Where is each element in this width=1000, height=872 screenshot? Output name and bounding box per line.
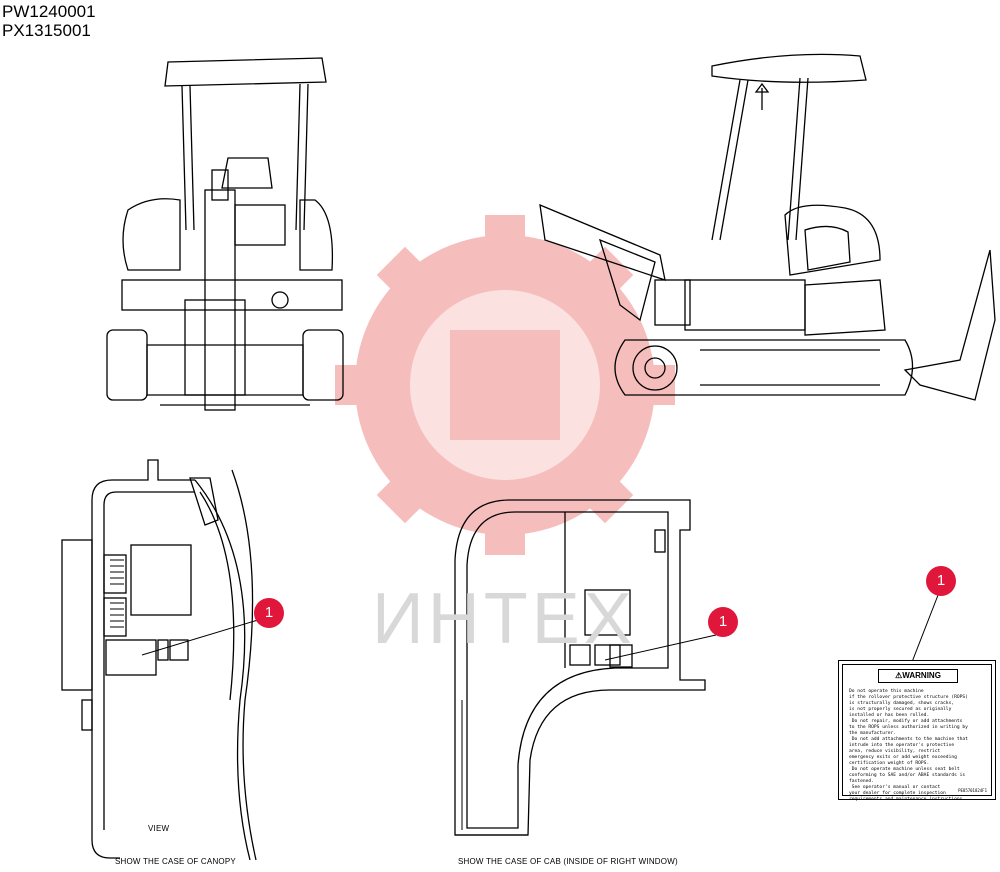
serial-number: PW1240001 [2,2,96,21]
callout-marker: 1 [926,566,956,596]
watermark-logo [335,215,675,555]
cab-detail [454,499,717,836]
watermark-text: ИНТЕХ [372,579,636,659]
callout-marker: 1 [254,598,284,628]
caption-view: VIEW [148,824,170,833]
warning-label: ⚠WARNING Do not operate this machine if … [838,660,996,802]
leader-line [911,589,941,663]
warning-body: Do not operate this machine if the rollo… [849,689,968,802]
excavator-side-view [539,53,996,401]
serial-number: PX1315001 [2,21,91,40]
excavator-front-view [106,57,344,411]
warning-header: ⚠WARNING [878,669,958,683]
serial-numbers: PW1240001 PX1315001 [2,2,96,40]
caption-canopy: SHOW THE CASE OF CANOPY [115,857,236,866]
callout-marker: 1 [708,607,738,637]
warning-label-border: ⚠WARNING Do not operate this machine if … [842,664,992,802]
caption-cab: SHOW THE CASE OF CAB (INSIDE OF RIGHT WI… [458,857,678,866]
canopy-detail [61,459,259,861]
warning-code: PE85701824F1 [958,788,987,793]
